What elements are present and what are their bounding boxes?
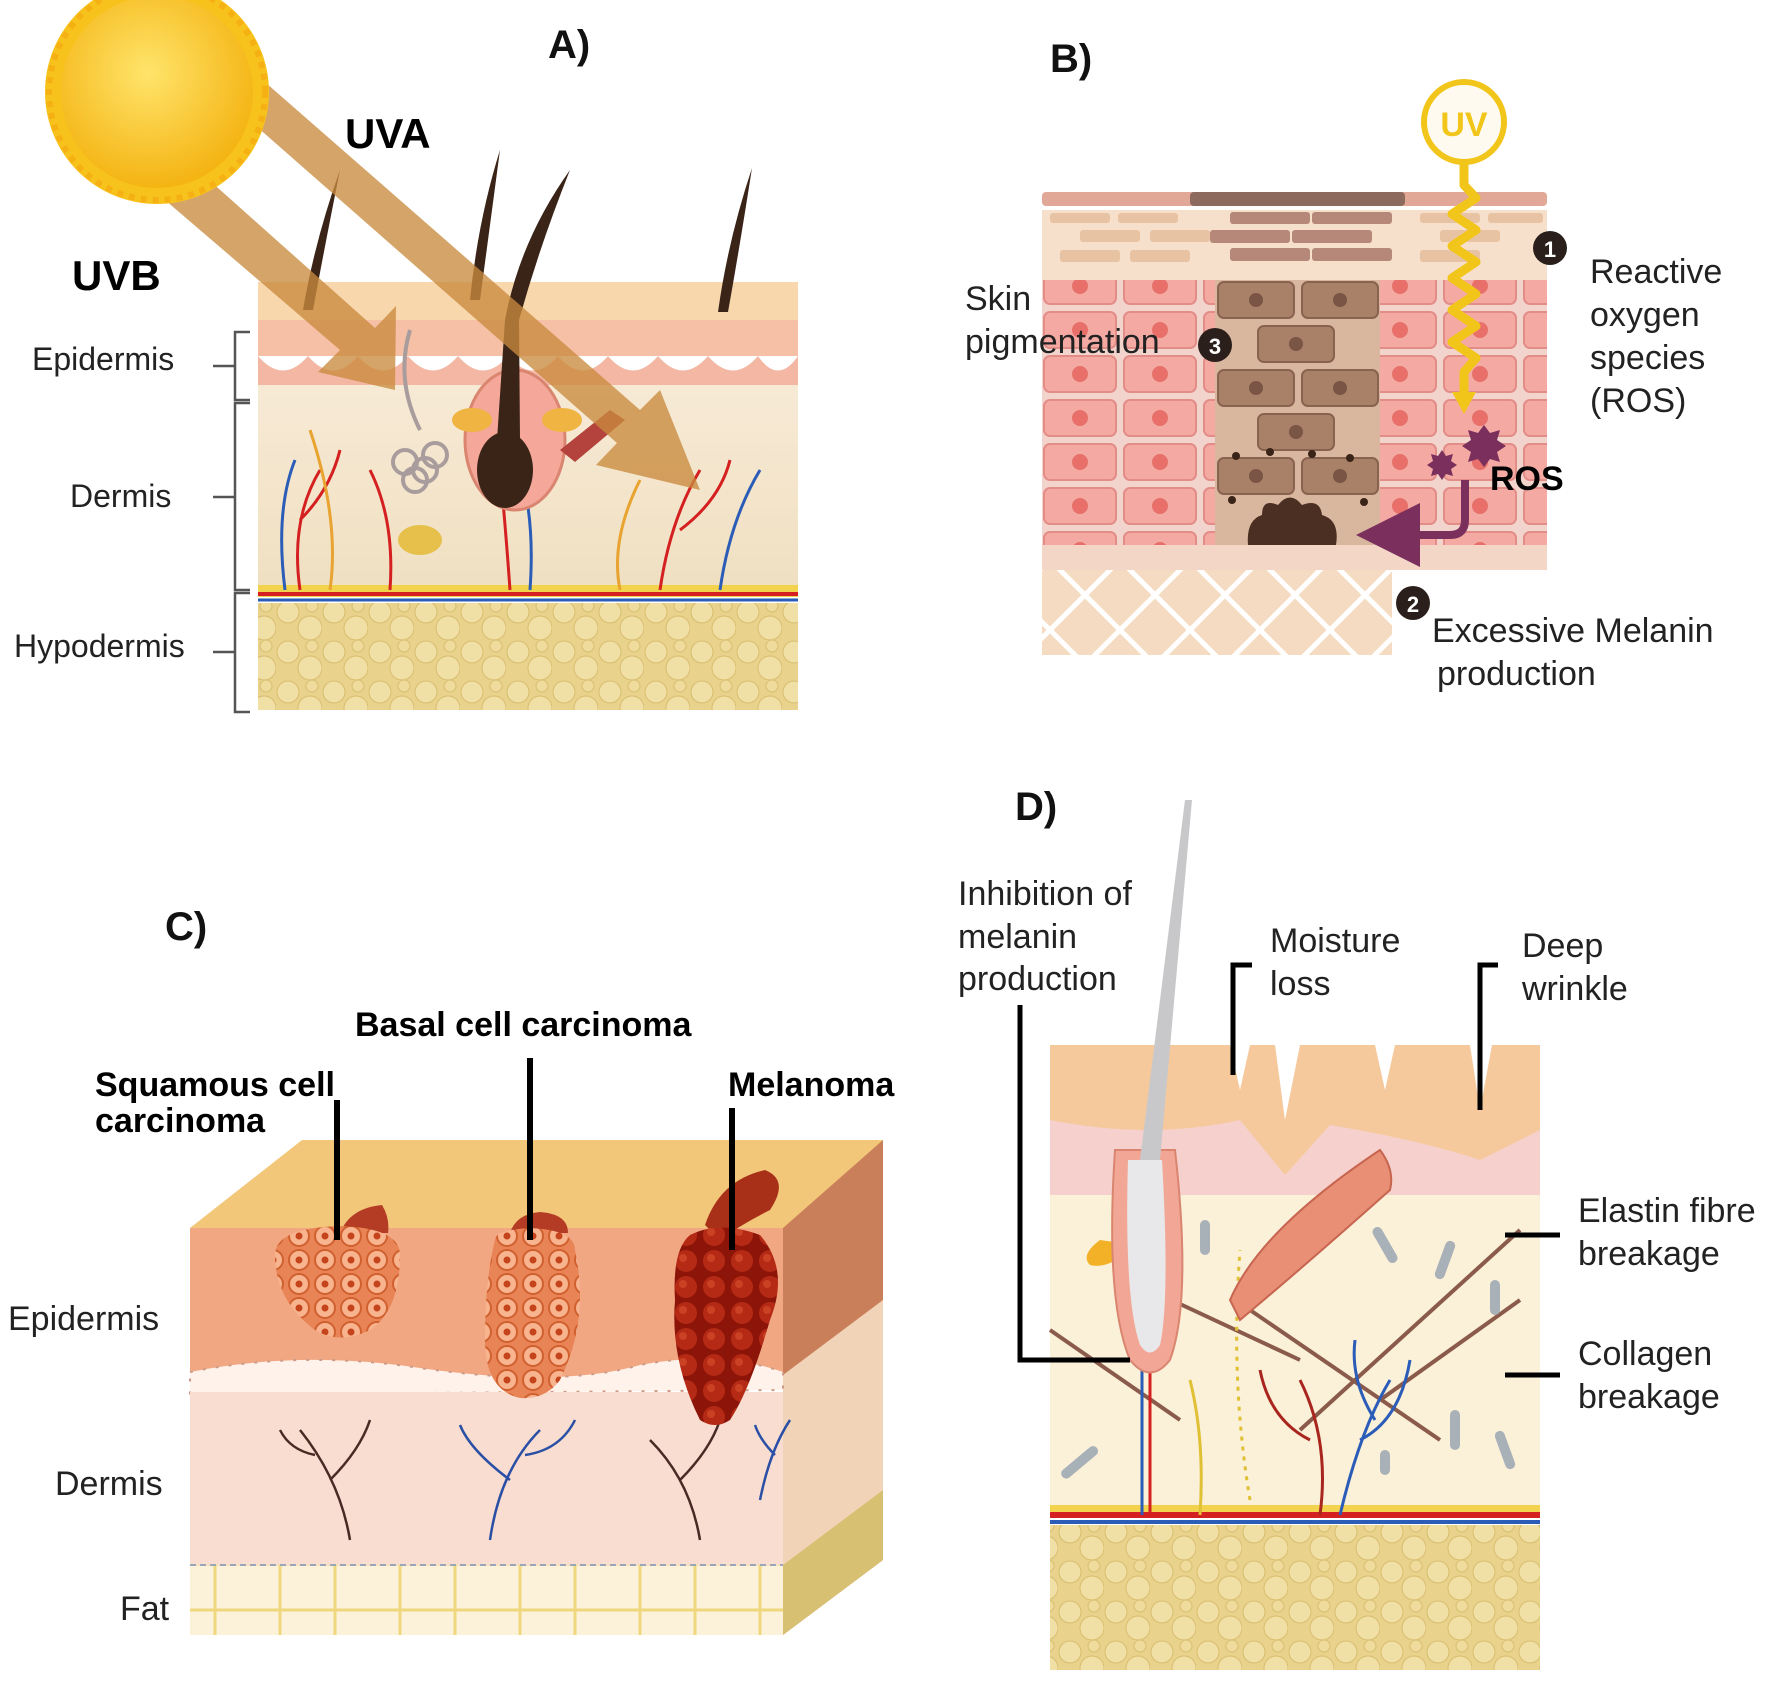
- svg-text:3: 3: [1209, 334, 1221, 359]
- ros-arrow-b: [1356, 480, 1469, 567]
- hypodermis-a: [258, 603, 798, 710]
- melanoma-tumor: [674, 1170, 779, 1425]
- uva-label: UVA: [345, 110, 431, 157]
- step-3-marker: 3: [1198, 328, 1232, 362]
- uv-icon: UV: [1421, 79, 1507, 165]
- epidermis-label-c: Epidermis: [8, 1300, 159, 1338]
- step-2-marker: 2: [1396, 586, 1430, 620]
- uvb-label: UVB: [72, 252, 161, 299]
- epidermis-label-a: Epidermis: [32, 341, 174, 377]
- uvb-arrow: [130, 138, 396, 390]
- panel-c: C): [8, 905, 895, 1635]
- skin-top-c: [190, 1140, 883, 1228]
- svg-text:2: 2: [1407, 592, 1419, 617]
- svg-text:1: 1: [1544, 237, 1556, 262]
- dermis-label-c: Dermis: [55, 1465, 163, 1503]
- sweat-gland-a: [391, 329, 449, 494]
- fat-c: [190, 1565, 783, 1635]
- dermis-b: [1042, 570, 1392, 655]
- basal-tumor: [485, 1212, 580, 1399]
- squamous-tumor: [275, 1205, 400, 1338]
- ros-label-b: Reactive oxygen species (ROS): [1590, 253, 1732, 420]
- vessels-c: [278, 1419, 792, 1541]
- step-1-marker: 1: [1533, 231, 1567, 265]
- deep-wrinkle-label: Deep wrinkle: [1521, 927, 1628, 1008]
- vessels-a: [280, 429, 762, 591]
- collagen-label: Collagen breakage: [1578, 1335, 1722, 1416]
- hairs-a: [303, 150, 752, 320]
- pointers-d: [1017, 962, 1560, 1378]
- excess-melanin-label: Excessive Melanin production: [1432, 612, 1723, 693]
- uv-text: UV: [1440, 106, 1488, 144]
- uva-arrow: [215, 62, 700, 490]
- panel-d: D): [958, 785, 1765, 1670]
- melanocyte-b: [1247, 497, 1337, 545]
- layer-brackets-a: [213, 330, 250, 714]
- squamous-label: Squamous cell carcinoma: [95, 1066, 344, 1140]
- sun-icon: [45, 0, 269, 204]
- melanoma-label: Melanoma: [728, 1066, 895, 1104]
- panel-b: B): [965, 37, 1732, 693]
- arrector-muscle-d: [1228, 1148, 1393, 1322]
- moisture-loss-label: Moisture loss: [1270, 922, 1410, 1003]
- panel-c-letter: C): [165, 905, 207, 949]
- pigmented-cells-b: [1215, 280, 1380, 545]
- ros-molecules-b: [1427, 425, 1506, 480]
- skin-pigmentation-label: Skin pigmentation: [965, 280, 1160, 361]
- inhibition-label: Inhibition of melanin production: [958, 875, 1141, 998]
- tumor-pointers-c: [334, 1058, 735, 1250]
- fat-label-c: Fat: [120, 1590, 170, 1628]
- elastin-fibers-d: [1061, 1220, 1516, 1479]
- pacinian-corpuscle-a: [398, 525, 442, 555]
- elastin-label: Elastin fibre breakage: [1578, 1192, 1765, 1273]
- dermis-label-a: Dermis: [70, 478, 171, 514]
- panel-b-letter: B): [1050, 37, 1092, 81]
- basal-label: Basal cell carcinoma: [355, 1006, 693, 1044]
- panel-a-letter: A): [548, 23, 590, 67]
- hypodermis-label-a: Hypodermis: [14, 628, 185, 664]
- hair-follicle-d: [1111, 800, 1192, 1374]
- uv-wave-b: [1447, 162, 1481, 395]
- panel-d-letter: D): [1015, 785, 1057, 829]
- vessels-d: [1140, 1249, 1412, 1516]
- hypodermis-d: [1050, 1525, 1540, 1670]
- dermis-c: [190, 1392, 783, 1565]
- ros-short-label: ROS: [1490, 460, 1564, 498]
- panel-a: A): [14, 0, 798, 714]
